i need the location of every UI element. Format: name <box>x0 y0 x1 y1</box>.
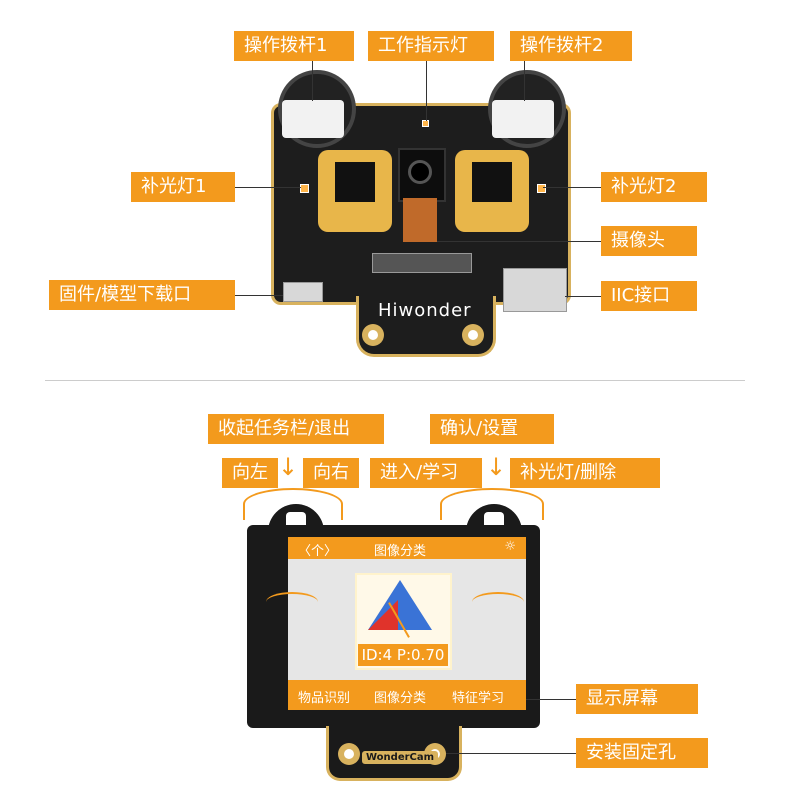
leader-display <box>526 699 576 700</box>
label-left: 向左 <box>222 458 278 488</box>
screen-title: 图像分类 <box>374 544 427 559</box>
label-fill-light2: 补光灯2 <box>601 172 707 202</box>
label-lever1: 操作拨杆1 <box>234 31 354 61</box>
left-down-arrow: ↓ <box>278 453 299 481</box>
tab-object-recognition[interactable]: 物品识别 <box>298 691 351 706</box>
label-mount-hole: 安装固定孔 <box>576 738 708 768</box>
leader-camera <box>437 241 601 242</box>
right-down-arrow: ↓ <box>486 453 507 481</box>
leader-lever1 <box>312 61 313 101</box>
leader-fill-light1 <box>235 187 301 188</box>
leader-lever2 <box>524 61 525 101</box>
flex-connector <box>372 253 472 273</box>
label-iic-port: IIC接口 <box>601 281 697 311</box>
label-fill-light-delete: 补光灯/删除 <box>510 458 660 488</box>
leader-firmware-port <box>235 295 283 296</box>
label-enter-learn: 进入/学习 <box>370 458 482 488</box>
board-brand-logo: Hiwonder <box>378 300 472 321</box>
camera-flex-cable <box>403 198 437 242</box>
label-confirm-settings: 确认/设置 <box>430 414 554 444</box>
right-knob-arc <box>440 488 544 520</box>
leader-iic-port <box>565 296 601 297</box>
light-icon[interactable]: ☼ <box>504 539 516 554</box>
screen-nav[interactable]: 〈个〉 <box>298 544 338 559</box>
fill-light-1-led <box>300 184 309 193</box>
iic-connector[interactable] <box>503 268 567 312</box>
leader-fill-light2 <box>543 187 601 188</box>
label-indicator: 工作指示灯 <box>368 31 494 61</box>
label-fill-light1: 补光灯1 <box>131 172 235 202</box>
mount-hole-right <box>462 324 484 346</box>
screen-bottom-tabs: 物品识别 图像分类 特征学习 <box>288 680 526 710</box>
leader-mount-hole <box>446 753 576 754</box>
label-lever2: 操作拨杆2 <box>510 31 632 61</box>
swipe-hint-left <box>266 592 318 612</box>
device-brand-logo: WonderCam <box>362 751 439 764</box>
screen-top-bar: 〈个〉 图像分类 ☼ <box>288 537 526 559</box>
lever2-body <box>492 100 554 138</box>
result-id-label: ID:4 P:0.70 <box>358 644 448 666</box>
swipe-hint-right <box>472 592 524 612</box>
tab-image-classification[interactable]: 图像分类 <box>374 691 427 706</box>
tab-feature-learning[interactable]: 特征学习 <box>452 691 505 706</box>
label-camera: 摄像头 <box>601 226 697 256</box>
label-display: 显示屏幕 <box>576 684 698 714</box>
right-pixel-pattern <box>472 162 512 202</box>
label-firmware-port: 固件/模型下载口 <box>49 280 235 310</box>
indicator-led <box>422 120 429 127</box>
leader-indicator <box>426 61 427 121</box>
label-right: 向右 <box>303 458 359 488</box>
mount-hole-left <box>362 324 384 346</box>
camera-lens <box>408 160 432 184</box>
fill-light-2-led <box>537 184 546 193</box>
usb-port[interactable] <box>283 282 323 302</box>
left-pixel-pattern <box>335 162 375 202</box>
left-knob-arc <box>243 488 343 520</box>
lever1-body <box>282 100 344 138</box>
section-divider <box>45 380 745 381</box>
foot-hole-left <box>338 743 360 765</box>
label-collapse-exit: 收起任务栏/退出 <box>208 414 384 444</box>
